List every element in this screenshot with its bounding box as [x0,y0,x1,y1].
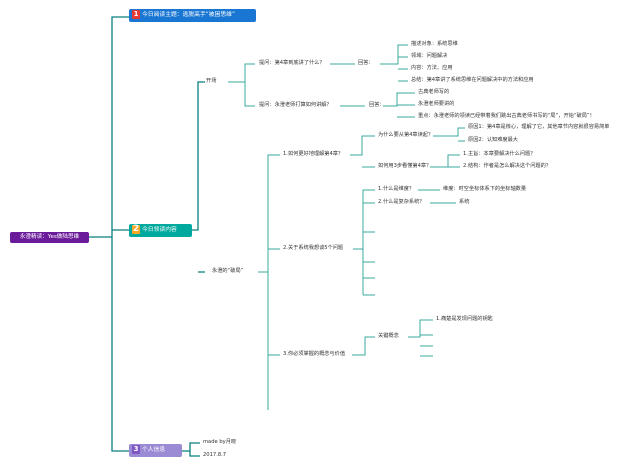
node-b1[interactable]: 1.如何更好地理解第4章？ [283,151,344,157]
number-badge: 2 [132,224,140,234]
b2-links [353,189,456,296]
number-badge: 3 [132,445,140,454]
node-b1-how-item[interactable]: 1.主旨：本章要解决什么问题？ [463,151,536,157]
node-b2-q1[interactable]: 1.什么是维度？ [378,186,415,192]
node-q2-item[interactable]: 古典老师写的 [418,89,450,95]
root-trunk [89,16,129,452]
node-q2-answer[interactable]: 回答： [369,102,385,108]
node-q2-item[interactable]: 永澄老师要讲的 [418,101,455,107]
node-opening[interactable]: 开场 [206,78,217,84]
node-b3-concept[interactable]: 关键概念 [378,333,399,339]
node-b2-q1-answer[interactable]: 维度：时空坐标体系下的坐标轴数量 [443,186,527,192]
node-q1[interactable]: 提问：第4章到底讲了什么？ [259,60,325,66]
node-q1-item[interactable]: 总结：第4章讲了系统思维在问题解决中的方法和应用 [411,77,534,83]
b1-links [350,127,465,168]
node-date[interactable]: 2017.8.7 [203,452,227,458]
method-links [258,154,280,410]
topic2-branch [189,81,205,273]
b3-links [352,319,433,357]
node-b1-why-item[interactable]: 原因1：第4章是核心，理解了它，其他章节内容就很容易简单 [468,124,610,130]
node-b1-why-item[interactable]: 原因2：认知难度最大 [468,137,518,143]
topic-label: 今日领读内容 [142,227,177,233]
node-b3-concept-item[interactable]: 1.痛楚是发现问题的钥匙 [436,316,493,322]
number-badge: 1 [132,10,140,19]
node-made-by[interactable]: made by月晓 [203,439,237,445]
node-b1-how[interactable]: 如何用3步看懂第4章？ [378,163,432,169]
topic3-branch [179,442,200,457]
node-q1-item[interactable]: 领域：问题解决 [411,53,448,59]
node-q2[interactable]: 提问：永澄老师打算如何讲解？ [259,102,332,108]
topic-label: 今日阅读主题：逃脱高手“被困思维” [142,12,235,18]
q2-links [340,92,415,118]
node-b2-q2-answer[interactable]: 系统 [459,199,470,205]
node-b3[interactable]: 3.你必须掌握的概念与价值 [283,351,346,357]
node-b1-why[interactable]: 为什么要从第4章读起？ [378,132,434,138]
topic-label: 个人信息 [142,447,166,453]
node-q1-item[interactable]: 描述对象：系统思维 [411,41,458,47]
node-b1-how-item[interactable]: 2.结构：作者是怎么解决这个问题的？ [463,163,551,169]
node-q1-answer[interactable]: 回答： [358,60,374,66]
root-node[interactable]: 永澄精读：Yes做陆思维 [10,232,89,243]
opening-links [228,63,255,107]
node-method[interactable]: 永澄的“破局” [212,268,244,274]
node-q2-item[interactable]: 重点：永澄老师的领读已经带着我们跳出古典老师书写的“局”，开始“破局”！ [418,113,595,119]
q1-links [330,44,408,82]
node-b2[interactable]: 2.关于系统我想谈5个问题 [283,245,344,251]
node-q1-item[interactable]: 内容：方法、应用 [411,65,453,71]
node-b2-q2[interactable]: 2.什么是复杂系统？ [378,199,425,205]
